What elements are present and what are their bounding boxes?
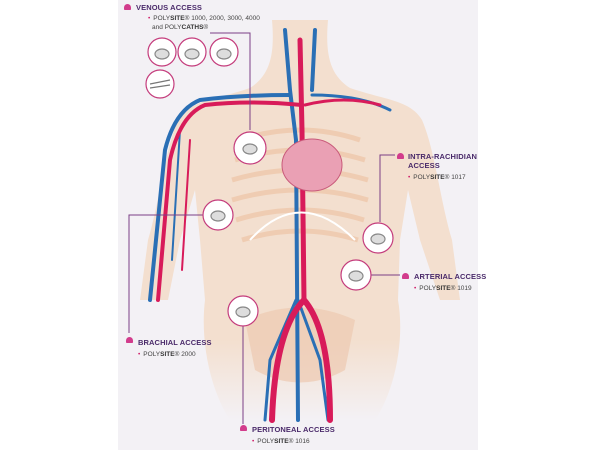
callout-lines — [128, 32, 400, 424]
venous-access-products-2: and POLYCATHS® — [152, 23, 208, 32]
product-brand: SITE — [160, 351, 175, 358]
bullet-icon: • — [408, 174, 411, 181]
peritoneal-access-title: PERITONEAL ACCESS — [252, 425, 335, 434]
heart — [281, 138, 343, 192]
product-brand: CATHS — [181, 24, 204, 31]
product-thumbnails — [145, 37, 239, 99]
arterial-access-title: ARTERIAL ACCESS — [414, 272, 487, 281]
product-brand: SITE — [274, 438, 289, 445]
title-line-1: INTRA-RACHIDIAN — [408, 152, 477, 161]
venous-access-products: •POLYSITE® 1000, 2000, 3000, 4000 — [148, 14, 260, 23]
catheter-line — [249, 211, 356, 241]
arterial-products: •POLYSITE® 1019 — [414, 284, 472, 293]
bullet-icon: • — [414, 285, 417, 292]
bullet-icon: • — [138, 351, 141, 358]
catheter-thumbnail — [145, 69, 175, 99]
product-prefix: POLY — [143, 351, 161, 358]
product-models: ® 2000 — [174, 351, 196, 358]
bullet-icon: • — [148, 15, 151, 22]
product-prefix: POLY — [257, 438, 275, 445]
product-models: ® 1016 — [288, 438, 310, 445]
product-prefix: POLY — [413, 174, 431, 181]
product-brand: SITE — [170, 15, 185, 22]
implanted-ports — [202, 131, 394, 327]
product-prefix: POLY — [153, 15, 171, 22]
veins — [148, 28, 392, 422]
product-brand: SITE — [430, 174, 445, 181]
intra-rachidian-marker-icon — [397, 153, 404, 159]
arterial-marker-icon — [402, 273, 409, 279]
product-prefix: POLY — [419, 285, 437, 292]
brachial-products: •POLYSITE® 2000 — [138, 350, 196, 359]
product-prefix: and POLY — [152, 24, 182, 31]
product-suffix: ® — [203, 24, 209, 31]
brachial-access-title: BRACHIAL ACCESS — [138, 338, 212, 347]
body-silhouette — [140, 20, 460, 420]
product-models: ® 1017 — [444, 174, 466, 181]
product-brand: SITE — [436, 285, 451, 292]
bullet-icon: • — [252, 438, 255, 445]
venous-access-title: VENOUS ACCESS — [136, 3, 203, 12]
pelvis — [245, 307, 355, 383]
brachial-marker-icon — [126, 337, 133, 343]
product-models: ® 1019 — [450, 285, 472, 292]
venous-marker-icon — [124, 4, 131, 10]
title-line-2: ACCESS — [408, 161, 440, 170]
arteries — [156, 37, 382, 423]
peritoneal-products: •POLYSITE® 1016 — [252, 437, 310, 446]
peritoneal-marker-icon — [240, 425, 247, 431]
product-models: ® 1000, 2000, 3000, 4000 — [184, 15, 260, 22]
intra-rachidian-products: •POLYSITE® 1017 — [408, 173, 466, 182]
